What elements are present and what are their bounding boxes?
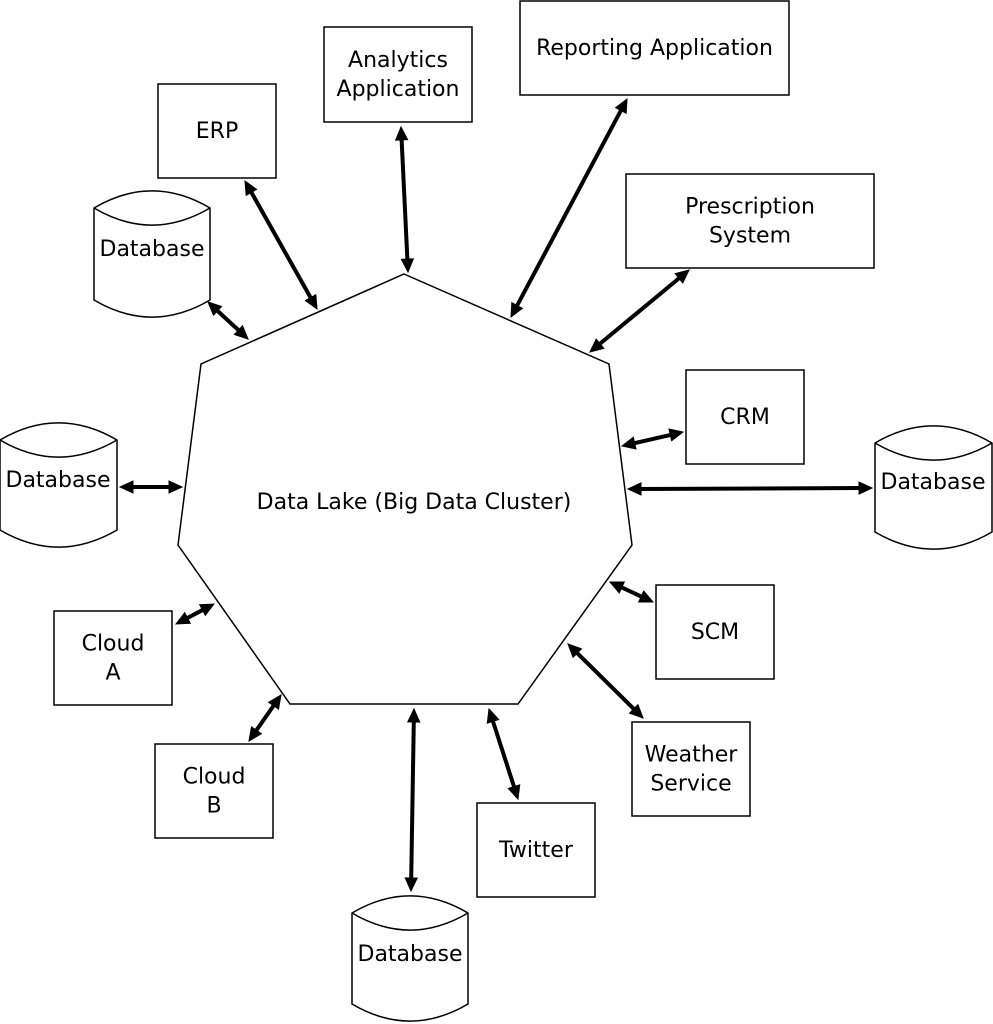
arrowhead-db-left-start bbox=[168, 480, 184, 494]
erp-label: ERP bbox=[196, 119, 238, 144]
connector-db-bottom bbox=[409, 717, 416, 883]
weather-box bbox=[631, 721, 751, 817]
arrowhead-twitter-end bbox=[507, 784, 521, 801]
twitter-label: Twitter bbox=[498, 838, 574, 863]
twitter-box bbox=[476, 802, 596, 898]
arrowhead-db-top-left-end bbox=[233, 324, 249, 340]
scm-label: SCM bbox=[691, 620, 739, 645]
connector-reporting bbox=[513, 106, 625, 310]
db-left-cylinder-rim bbox=[0, 439, 118, 458]
data-lake-hub-label: Data Lake (Big Data Cluster) bbox=[257, 490, 572, 515]
cloud-a-label-line-1: Cloud bbox=[82, 632, 145, 657]
arrowhead-db-right-start bbox=[626, 482, 642, 496]
arrowhead-weather-end bbox=[628, 703, 644, 719]
connector-db-right bbox=[636, 486, 864, 491]
db-top-left-cylinder-rim bbox=[93, 207, 211, 226]
db-bottom-cylinder-body bbox=[351, 895, 469, 1022]
arrowhead-db-bottom-end bbox=[404, 877, 419, 893]
arrowhead-cloud-a-start bbox=[198, 603, 216, 617]
arrowhead-scm-end bbox=[637, 590, 655, 603]
analytics-label-line-1: Analytics bbox=[348, 48, 448, 73]
cloud-b-box bbox=[154, 743, 274, 839]
connector-analytics bbox=[399, 135, 410, 264]
arrowhead-erp-end bbox=[304, 293, 318, 311]
db-bottom-cylinder-rim bbox=[351, 912, 469, 931]
db-bottom-label: Database bbox=[358, 942, 463, 967]
arrowhead-reporting-start bbox=[614, 97, 628, 115]
erp-box bbox=[157, 83, 277, 179]
connector-prescription bbox=[595, 274, 684, 348]
data-lake-hub bbox=[177, 273, 633, 705]
arrowhead-scm-start bbox=[608, 581, 626, 594]
arrowhead-cloud-b-end bbox=[248, 726, 263, 742]
arrowhead-erp-start bbox=[244, 179, 258, 197]
db-left-cylinder-body bbox=[0, 422, 118, 548]
arrowhead-crm-start bbox=[668, 428, 685, 442]
reporting-box bbox=[519, 0, 790, 96]
arrowhead-db-left-end bbox=[118, 480, 134, 494]
cloud-a-label-line-2: A bbox=[105, 661, 120, 686]
connector-erp bbox=[247, 187, 315, 303]
db-left-label: Database bbox=[6, 468, 111, 493]
arrowhead-prescription-end bbox=[589, 338, 605, 353]
arrowhead-analytics-start bbox=[394, 125, 409, 141]
reporting-label: Reporting Application bbox=[536, 36, 773, 61]
crm-label: CRM bbox=[720, 405, 770, 430]
arrowhead-cloud-b-start bbox=[267, 694, 282, 710]
arrowhead-prescription-start bbox=[674, 269, 690, 284]
arrowhead-db-right-end bbox=[858, 481, 874, 495]
arrowhead-db-top-left-start bbox=[207, 301, 223, 317]
weather-label-line-1: Weather bbox=[645, 743, 739, 768]
prescription-label-line-2: System bbox=[709, 224, 791, 249]
cloud-b-label-line-2: B bbox=[206, 794, 221, 819]
db-top-left-cylinder bbox=[93, 190, 211, 318]
arrowhead-analytics-end bbox=[400, 258, 415, 274]
cloud-a-box bbox=[53, 610, 173, 706]
arrowhead-weather-start bbox=[567, 643, 583, 659]
db-right-cylinder bbox=[874, 425, 993, 550]
connector-weather bbox=[573, 648, 638, 714]
db-top-left-cylinder-body bbox=[93, 190, 211, 318]
arrowhead-crm-end bbox=[620, 436, 637, 450]
scm-box bbox=[655, 584, 775, 680]
connector-cloud-b bbox=[252, 701, 278, 735]
analytics-label-line-2: Application bbox=[337, 77, 460, 102]
db-left-cylinder bbox=[0, 422, 118, 548]
crm-box bbox=[685, 369, 805, 465]
cloud-b-label-line-1: Cloud bbox=[183, 765, 246, 790]
arrowhead-reporting-end bbox=[510, 301, 524, 319]
analytics-box bbox=[323, 26, 473, 123]
arrowhead-db-bottom-start bbox=[406, 707, 421, 723]
arrowhead-twitter-start bbox=[486, 707, 500, 724]
db-right-cylinder-body bbox=[874, 425, 993, 550]
prescription-box bbox=[625, 173, 875, 269]
arrowhead-cloud-a-end bbox=[174, 611, 192, 625]
prescription-label-line-1: Prescription bbox=[685, 195, 815, 220]
connector-db-top-left bbox=[213, 306, 243, 335]
connector-scm bbox=[617, 583, 646, 601]
db-right-label: Database bbox=[881, 470, 986, 495]
connector-twitter bbox=[489, 716, 518, 792]
db-top-left-label: Database bbox=[100, 237, 205, 262]
connector-crm bbox=[630, 432, 675, 446]
db-right-cylinder-rim bbox=[874, 442, 993, 461]
db-bottom-cylinder bbox=[351, 895, 469, 1022]
weather-label-line-2: Service bbox=[650, 772, 731, 797]
